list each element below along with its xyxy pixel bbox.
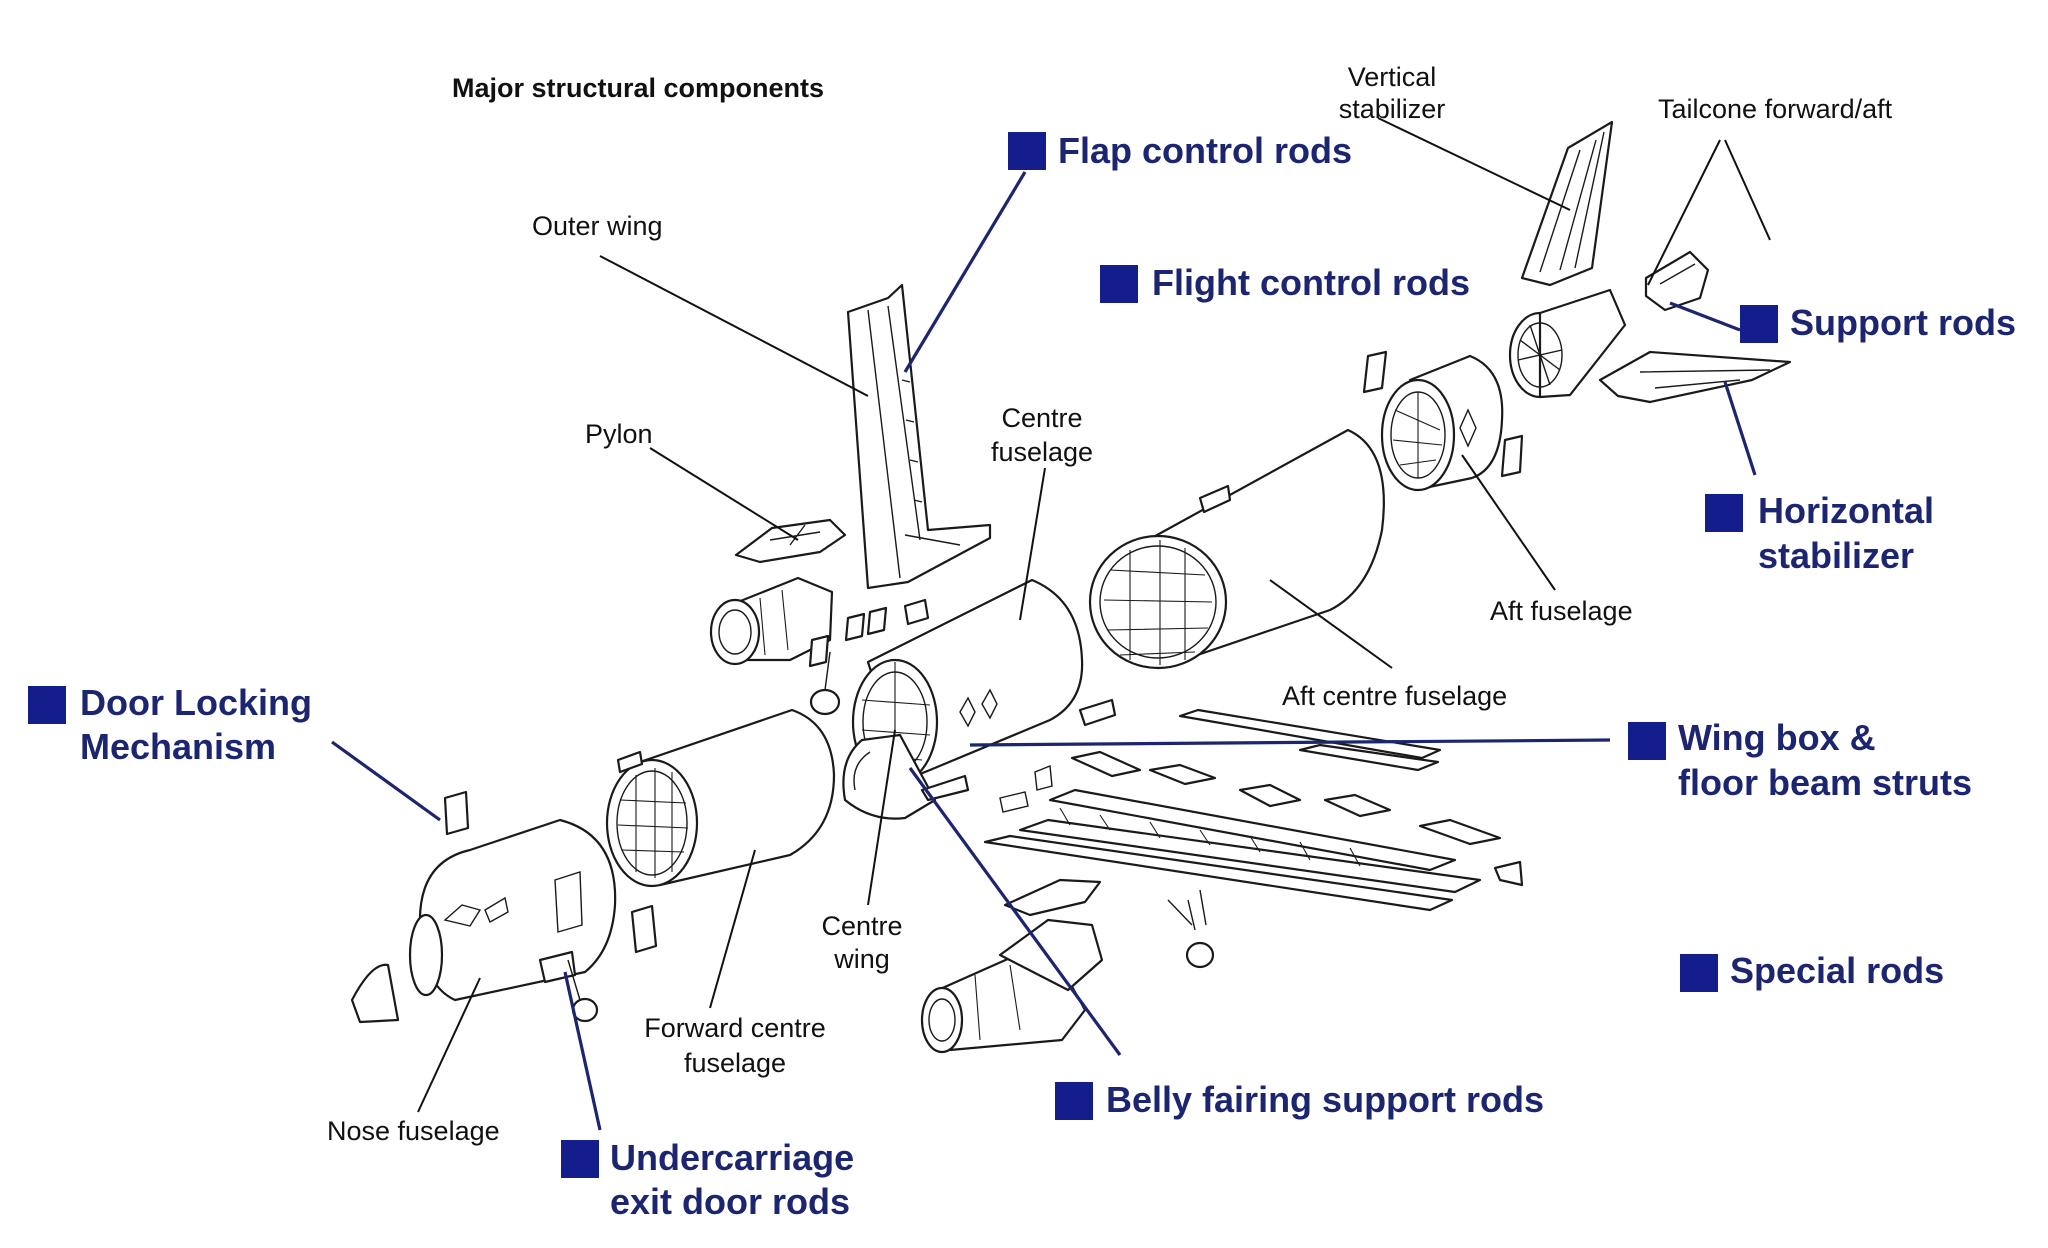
lower-engine [920, 918, 1104, 1054]
leader-centre-wing [867, 729, 896, 906]
label-nose-fuselage: Nose fuselage [327, 1116, 500, 1146]
centre-panel-a [844, 612, 866, 642]
leader-centre-fuselage [1019, 467, 1046, 621]
blue-leader-horizontal-stabilizer [1723, 381, 1757, 476]
aft-centre-fuselage [1088, 428, 1385, 670]
rod-label-flight-control: Flight control rods [1100, 262, 1470, 303]
rod-text-1: Door Locking [80, 682, 312, 723]
centre-panel-d [808, 634, 830, 668]
label-forward-centre-fuselage-2: fuselage [684, 1048, 786, 1078]
rod-text-1: Undercarriage [610, 1137, 854, 1178]
fwd-door-panel [630, 904, 658, 954]
leader-aft-centre-fuselage [1269, 579, 1393, 669]
diagram-title: Major structural components [452, 73, 824, 103]
label-tailcone: Tailcone forward/aft [1658, 94, 1893, 124]
upper-engine [709, 576, 834, 666]
rod-label-wing-box: Wing box & floor beam struts [1628, 717, 1972, 803]
wing-panels [983, 708, 1524, 912]
marker-square [1628, 722, 1666, 760]
marker-square [1705, 494, 1743, 532]
pylon [734, 518, 847, 564]
label-centre-wing-2: wing [833, 944, 890, 974]
blue-leader-support-rods [1669, 301, 1741, 332]
rod-label-special: Special rods [1680, 950, 1944, 992]
leader-nose-fuselage [417, 977, 481, 1113]
nose-radome-cover [350, 963, 400, 1024]
lower-pylon [1003, 878, 1102, 917]
vertical-stabilizer [1520, 120, 1614, 287]
aft-fuselage [1380, 354, 1504, 492]
blue-leader-flap-control [903, 171, 1027, 373]
label-centre-fuselage-1: Centre [1001, 403, 1082, 433]
blue-leader-belly-fairing [908, 767, 1122, 1056]
leader-tailcone-a [1647, 139, 1721, 286]
aft-door-panel [1500, 434, 1524, 478]
blue-leader-door-locking [331, 740, 441, 822]
rod-label-flap-control: Flap control rods [1008, 130, 1352, 171]
marker-square [1680, 954, 1718, 992]
tail-access-panel [1362, 350, 1388, 394]
rod-text-2: floor beam struts [1678, 762, 1972, 803]
nose-fuselage [408, 818, 617, 1002]
leader-tailcone-b [1724, 139, 1771, 241]
belly-fairing-panel-2 [1078, 698, 1117, 727]
rod-label-horizontal-stabilizer: Horizontal stabilizer [1705, 490, 1934, 576]
rod-label-door-locking: Door Locking Mechanism [28, 682, 312, 767]
marker-square [561, 1140, 599, 1178]
centre-wing [842, 733, 937, 820]
blue-leader-wing-box [969, 738, 1611, 747]
rod-text: Support rods [1790, 302, 2016, 343]
leader-pylon [649, 447, 799, 541]
rod-text: Flap control rods [1058, 130, 1352, 171]
label-centre-wing-1: Centre [821, 911, 902, 941]
rod-text-2: stabilizer [1758, 535, 1914, 576]
main-gear-left [809, 651, 841, 716]
horizontal-stabilizer [1598, 350, 1792, 404]
centre-panel-b [866, 606, 888, 636]
label-centre-fuselage-2: fuselage [991, 437, 1093, 467]
marker-square [1055, 1082, 1093, 1120]
rod-label-belly-fairing: Belly fairing support rods [1055, 1079, 1544, 1120]
marker-square [28, 686, 66, 724]
rod-text: Special rods [1730, 950, 1944, 991]
marker-square [1008, 132, 1046, 170]
rod-text: Belly fairing support rods [1106, 1079, 1544, 1120]
label-forward-centre-fuselage-1: Forward centre [644, 1013, 826, 1043]
forward-centre-fuselage [605, 708, 836, 888]
label-aft-fuselage: Aft fuselage [1490, 596, 1633, 626]
leader-aft-fuselage [1461, 454, 1556, 591]
rod-text-1: Horizontal [1758, 490, 1934, 531]
rod-text-1: Wing box & [1678, 717, 1876, 758]
marker-square [1100, 265, 1138, 303]
label-vertical-stabilizer-1: Vertical [1348, 62, 1437, 92]
blue-leader-undercarriage [563, 971, 602, 1131]
leader-vertical-stabilizer [1377, 117, 1571, 211]
outer-wing [846, 283, 992, 590]
leader-forward-centre-fuselage [709, 849, 756, 1009]
label-aft-centre-fuselage: Aft centre fuselage [1282, 681, 1507, 711]
label-vertical-stabilizer-2: stabilizer [1339, 94, 1446, 124]
rod-text: Flight control rods [1152, 262, 1470, 303]
label-pylon: Pylon [585, 419, 653, 449]
belly-fairing-panel [920, 774, 970, 802]
rod-text-2: Mechanism [80, 726, 276, 767]
centre-panel-c [903, 598, 930, 626]
tailcone [1508, 250, 1710, 399]
leader-outer-wing [599, 255, 869, 397]
rod-text-2: exit door rods [610, 1181, 850, 1222]
rod-label-support: Support rods [1740, 302, 2016, 343]
marker-square [1740, 305, 1778, 343]
main-gear-right [1167, 889, 1215, 969]
rod-label-undercarriage: Undercarriage exit door rods [561, 1137, 854, 1222]
nose-door-panel [443, 790, 470, 836]
label-outer-wing: Outer wing [532, 211, 663, 241]
